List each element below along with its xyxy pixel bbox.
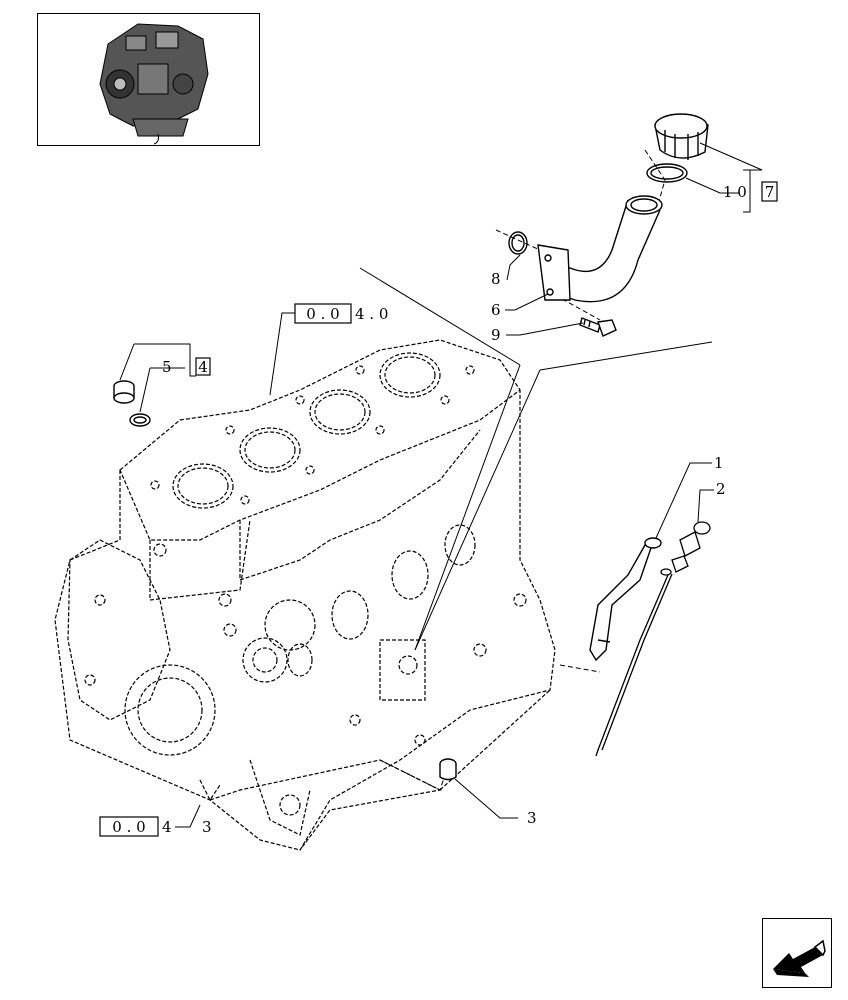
filler-pipe-part[interactable]	[537, 195, 663, 303]
ref-box-040[interactable]: 0 . 0 4 . 0	[294, 303, 388, 324]
callout-1[interactable]: 1	[714, 454, 724, 472]
pipe-o-ring-part[interactable]	[508, 231, 528, 255]
engine-thumbnail-icon	[99, 23, 209, 145]
ref-box-4[interactable]: 5 4	[162, 357, 211, 376]
ref-040-suffix-text: 4 . 0	[355, 305, 388, 323]
callout-leaders	[119, 142, 763, 828]
filler-cap-part[interactable]	[654, 113, 709, 160]
ref-4-box-text: 4	[198, 358, 208, 376]
callout-6[interactable]: 6	[491, 301, 501, 319]
ref-043-suffix-text: 4	[162, 818, 172, 836]
arrow-back-icon	[773, 939, 826, 977]
ref-box-7[interactable]: 1 0 7	[723, 181, 778, 202]
projection-lines	[359, 149, 713, 791]
callout-9[interactable]: 9	[491, 326, 501, 344]
ref-box-043[interactable]: 0 . 0 4 3	[99, 816, 212, 837]
ref-7-box-text: 7	[765, 183, 775, 201]
callout-2[interactable]: 2	[716, 480, 726, 498]
dipstick-tube-part[interactable]	[589, 537, 662, 662]
ref-043-trail-text: 3	[202, 818, 212, 836]
callout-10-label: 1 0	[723, 183, 747, 201]
callout-8[interactable]: 8	[491, 270, 501, 288]
back-navigation-button[interactable]	[762, 918, 832, 988]
washer-part[interactable]	[129, 413, 151, 427]
ref-040-boxed-text: 0 . 0	[306, 305, 339, 323]
engine-block	[54, 339, 556, 851]
plug-part[interactable]	[113, 380, 135, 404]
callout-5-label: 5	[162, 358, 172, 376]
engine-thumbnail[interactable]	[37, 13, 260, 146]
callout-3[interactable]: 3	[527, 809, 537, 827]
ref-043-boxed-text: 0 . 0	[112, 818, 145, 836]
bolt-part[interactable]	[579, 317, 617, 337]
dipstick-part[interactable]	[595, 521, 711, 757]
drain-plug-part[interactable]	[439, 758, 457, 781]
cap-o-ring-part[interactable]	[646, 163, 688, 183]
